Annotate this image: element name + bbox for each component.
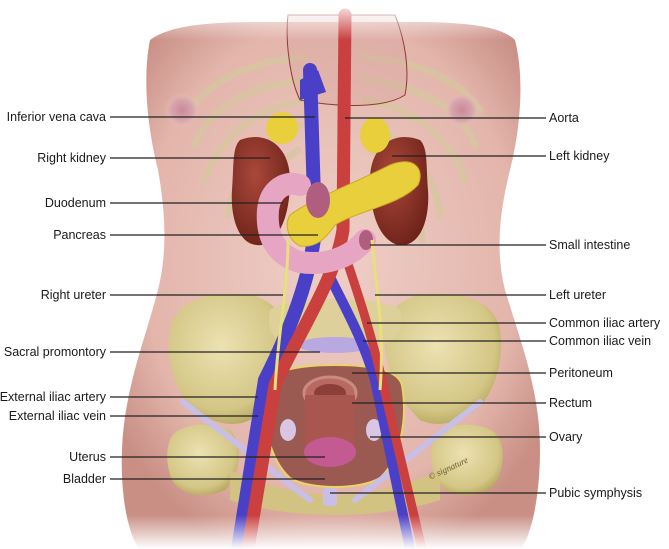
ureters: [273, 239, 383, 391]
label-rectum: Rectum: [549, 396, 593, 410]
label-peritoneum: Peritoneum: [549, 366, 613, 380]
label-aorta: Aorta: [549, 111, 579, 125]
label-sacral-promontory: Sacral promontory: [3, 345, 106, 359]
pancreas: [286, 161, 421, 247]
leader-lines: [110, 116, 546, 494]
label-pubic-symphysis: Pubic symphysis: [549, 486, 643, 500]
label-right-ureter: Right ureter: [40, 288, 106, 302]
label-bladder: Bladder: [62, 472, 106, 486]
label-duodenum: Duodenum: [44, 196, 106, 210]
label-common-iliac-artery: Common iliac artery: [549, 316, 661, 330]
duodenum: [256, 172, 376, 274]
label-external-iliac-artery: External iliac artery: [0, 390, 106, 404]
label-left-ureter: Left ureter: [549, 288, 606, 302]
label-external-iliac-vein: External iliac vein: [8, 409, 106, 423]
label-left-kidney: Left kidney: [549, 149, 610, 163]
label-common-iliac-vein: Common iliac vein: [549, 334, 652, 348]
label-uterus: Uterus: [69, 450, 106, 464]
label-right-kidney: Right kidney: [37, 151, 106, 165]
label-pancreas: Pancreas: [53, 228, 106, 242]
ligaments: [180, 399, 483, 503]
label-ovary: Ovary: [549, 430, 583, 444]
label-small-intestine: Small intestine: [549, 238, 631, 252]
label-inferior-vena-cava: Inferior vena cava: [6, 110, 106, 124]
breasts: [164, 92, 480, 128]
